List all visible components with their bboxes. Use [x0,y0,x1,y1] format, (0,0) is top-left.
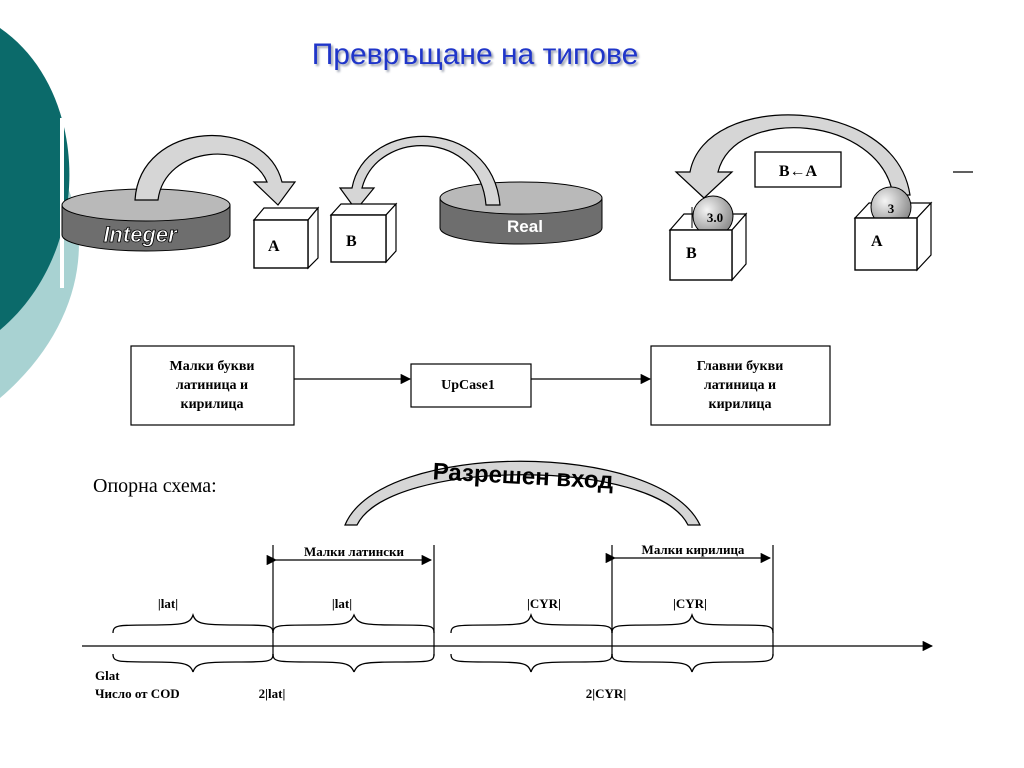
flow-input-box [130,345,295,426]
box-a-left-label: A [268,238,280,255]
lower-brace-1 [112,653,194,673]
two-lat-label: 2|lat| [259,686,286,701]
dark-teal-arc [0,28,70,330]
curved-arrow-real-to-b [338,135,501,211]
box-b-left: B [329,202,398,264]
lat-label-2: |lat| [332,596,352,611]
real-label: Real [507,217,543,236]
real-disk: Real [439,181,603,245]
lower-brace-1b [192,653,274,673]
left-decoration [0,28,79,398]
cod-label: Число от COD [95,686,180,701]
ball-b-value: 3.0 [707,210,723,225]
box-b-left-label: B [346,233,357,250]
flow-output-box [650,345,831,426]
curved-arrow-a-to-b [674,114,911,199]
brace-cyr-1 [450,612,613,634]
box-a-right: 3 A [853,186,933,272]
assign-label: B←A [779,163,818,180]
box-a-right-label: A [871,233,883,250]
integer-disk: Integer [61,188,231,252]
small-cyr-label: Малки кирилица [642,542,745,557]
brace-lat-2 [272,613,435,634]
flow-process-label: UpCase1 [441,378,495,393]
flow-input-line-3: кирилица [181,397,244,412]
two-cyr-label: 2|CYR| [586,686,626,701]
allowed-input-arc [344,460,701,526]
slide-title: Превръщане на типове [311,38,639,71]
allowed-input-label: Разрешен вход [432,458,614,494]
cyr-label-1: |CYR| [527,596,561,611]
flow-output-line-2: латиница и [704,378,776,393]
lower-brace-2b [530,653,613,673]
lat-label-1: |lat| [158,596,178,611]
small-cyr-bracket: Малки кирилица [605,542,774,656]
ball-a-value: 3 [888,201,895,216]
lower-brace-3 [272,653,355,673]
lower-brace-2 [450,653,532,673]
brace-lat-1 [112,612,274,634]
lower-brace-3b [353,653,435,673]
flow-process-box [410,363,532,408]
box-a-left: A [252,206,320,270]
cyr-label-2: |CYR| [673,596,707,611]
flow-output-line-3: кирилица [709,397,772,412]
box-b-right: 3.0 B [668,195,748,282]
box-b-right-label: B [686,245,697,262]
small-latin-bracket: Малки латински [266,544,435,656]
integer-label: Integer [103,222,178,247]
lower-brace-4b [691,653,774,673]
flow-input-line-1: Малки букви [170,359,255,374]
curved-arrow-integer-to-a [134,134,297,206]
white-divider-strip [60,118,64,288]
glat-label: Glat [95,668,120,683]
brace-cyr-2 [611,612,774,634]
flow-output-line-1: Главни букви [697,359,784,374]
scheme-label: Опорна схема: [93,475,217,497]
assign-box [754,151,842,188]
lower-brace-4 [611,653,693,673]
small-latin-label: Малки латински [304,544,404,559]
flow-input-line-2: латиница и [176,378,248,393]
